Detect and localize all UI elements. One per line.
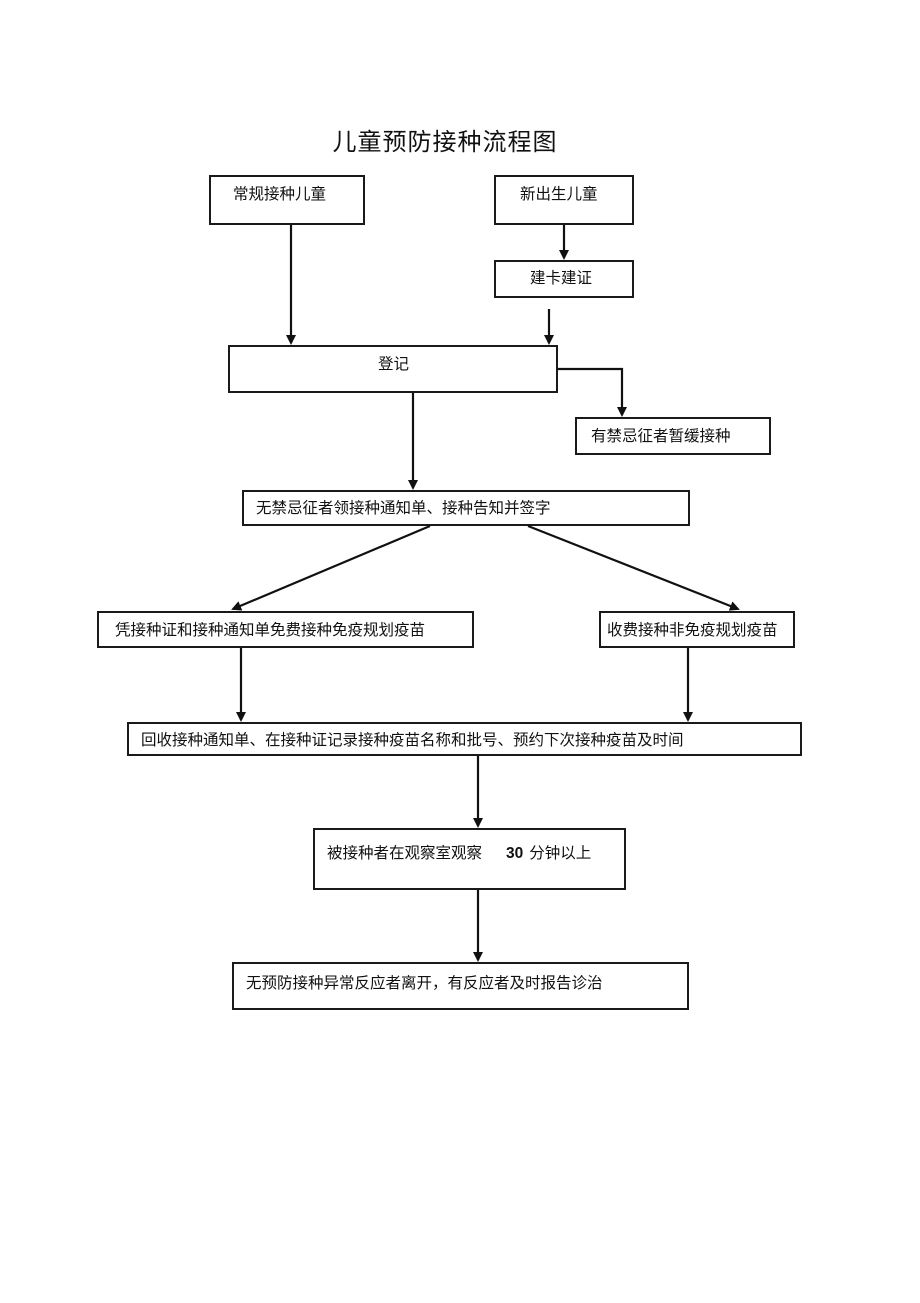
node-observe-label: 被接种者在观察室观察 30 分钟以上: [327, 844, 591, 864]
node-newborn-children: 新出生儿童: [494, 175, 634, 225]
arrow-notice-to-paid: [527, 524, 740, 611]
arrow-registration-to-contraindicated: [558, 367, 627, 417]
node-observe-suffix: 分钟以上: [529, 844, 592, 862]
node-newborn-children-label: 新出生儿童: [520, 185, 598, 203]
node-no-contraindication-label: 无禁忌征者领接种通知单、接种告知并签字: [256, 499, 551, 517]
node-observe-minutes: 30: [506, 845, 524, 862]
node-routine-children: 常规接种儿童: [209, 175, 365, 225]
node-contraindicated: 有禁忌征者暂缓接种: [575, 417, 771, 455]
node-leave-label: 无预防接种异常反应者离开，有反应者及时报告诊治: [246, 974, 603, 992]
node-registration-label: 登记: [378, 355, 410, 373]
node-observe: 被接种者在观察室观察 30 分钟以上: [313, 828, 626, 890]
node-create-card: 建卡建证: [494, 260, 634, 298]
node-record: 回收接种通知单、在接种证记录接种疫苗名称和批号、预约下次接种疫苗及时间: [127, 722, 802, 756]
node-free-vaccine: 凭接种证和接种通知单免费接种免疫规划疫苗: [97, 611, 474, 648]
node-paid-vaccine: 收费接种非免疫规划疫苗: [599, 611, 795, 648]
arrow-notice-to-free: [231, 524, 431, 611]
node-contraindicated-label: 有禁忌征者暂缓接种: [591, 427, 731, 445]
node-registration: 登记: [228, 345, 558, 393]
node-observe-prefix: 被接种者在观察室观察: [327, 844, 483, 862]
page-title: 儿童预防接种流程图: [332, 128, 558, 156]
node-leave: 无预防接种异常反应者离开，有反应者及时报告诊治: [232, 962, 689, 1010]
node-routine-children-label: 常规接种儿童: [233, 185, 327, 203]
node-free-vaccine-label: 凭接种证和接种通知单免费接种免疫规划疫苗: [115, 621, 426, 639]
node-create-card-label: 建卡建证: [530, 269, 593, 287]
node-record-label: 回收接种通知单、在接种证记录接种疫苗名称和批号、预约下次接种疫苗及时间: [141, 731, 684, 749]
node-no-contraindication: 无禁忌征者领接种通知单、接种告知并签字: [242, 490, 690, 526]
node-paid-vaccine-label: 收费接种非免疫规划疫苗: [607, 621, 778, 639]
